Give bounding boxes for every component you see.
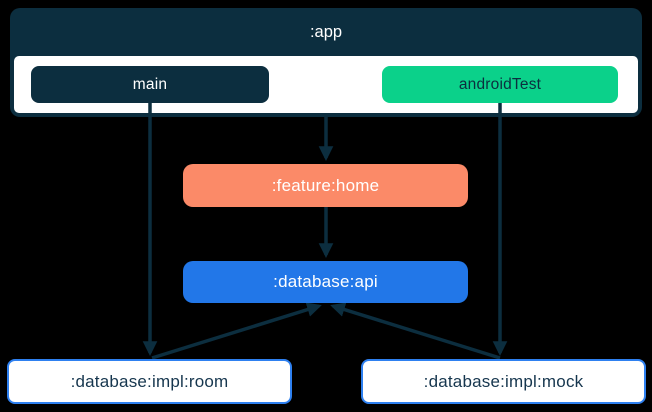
module-feature-home: :feature:home — [183, 164, 468, 207]
module-database-impl-mock: :database:impl:mock — [361, 359, 646, 404]
source-set-main: main — [31, 66, 269, 103]
edge-database-impl-mock-to-database-api — [330, 302, 501, 360]
module-app-label: :app — [309, 22, 343, 41]
module-database-api: :database:api — [183, 261, 468, 303]
edge-database-impl-room-to-database-api — [151, 302, 322, 360]
source-set-androidtest: androidTest — [382, 66, 618, 103]
module-database-impl-room: :database:impl:room — [7, 359, 292, 404]
